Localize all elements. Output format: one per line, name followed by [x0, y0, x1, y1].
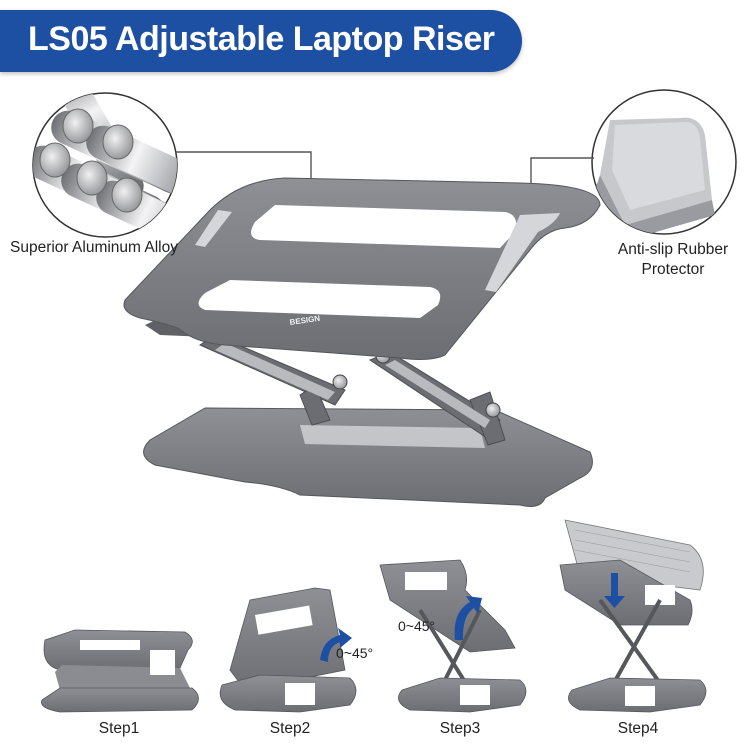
step3-illustration — [379, 559, 527, 713]
step2-label: Step2 — [269, 720, 311, 737]
step1-illustration — [41, 629, 199, 713]
page-title: LS05 Adjustable Laptop Riser — [28, 20, 495, 58]
rubber-protector-callout — [591, 89, 737, 235]
title-banner: LS05 Adjustable Laptop Riser — [0, 10, 522, 72]
main-stand: BESIGN — [123, 177, 601, 507]
aluminum-alloy-label: Superior Aluminum Alloy — [10, 239, 178, 256]
step3-angle-label: 0~45° — [398, 618, 436, 634]
step3-label: Step3 — [439, 720, 481, 737]
step-arrows — [320, 573, 625, 662]
brand-logo: BESIGN — [289, 314, 321, 327]
step4-label: Step4 — [617, 720, 659, 737]
step2-illustration — [219, 587, 357, 713]
rubber-protector-label: Anti-slip Rubber Protector — [617, 241, 729, 278]
step3-rotate-arrow — [454, 596, 482, 640]
step1-label: Step1 — [98, 720, 140, 737]
step4-down-arrow — [604, 573, 625, 608]
step2-angle-label: 0~45° — [336, 645, 374, 661]
step4-illustration — [559, 519, 707, 713]
step2-rotate-arrow — [320, 628, 352, 662]
